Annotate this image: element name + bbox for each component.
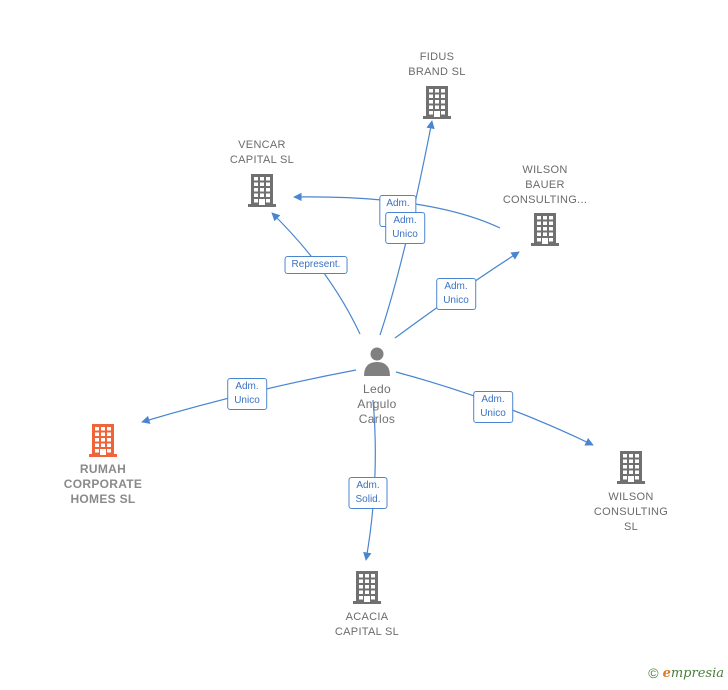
company-label-line: WILSON: [522, 164, 568, 176]
edge-label-acacia[interactable]: Adm. Solid.: [348, 477, 388, 509]
company-label-line: FIDUS: [419, 51, 455, 63]
company-label-wilson-consulting[interactable]: WILSON CONSULTING SL: [594, 490, 668, 535]
building-icon[interactable]: [531, 213, 559, 246]
building-icon[interactable]: [248, 174, 276, 207]
edge-label-wilson-consulting[interactable]: Adm. Unico: [473, 391, 513, 423]
company-label-line: RUMAH: [79, 462, 127, 476]
person-label-line: Carlos: [358, 412, 396, 426]
edge-label-line: Adm.: [386, 198, 410, 209]
company-label-line: CORPORATE: [63, 477, 143, 491]
edge-label-line: Unico: [234, 395, 260, 406]
edge-label-vencar[interactable]: Represent.: [284, 256, 348, 274]
edge-label-line: Adm.: [356, 480, 380, 491]
building-icon[interactable]: [617, 451, 645, 484]
edge-label-line: Represent.: [291, 259, 341, 270]
company-label-line: HOMES SL: [70, 492, 136, 506]
company-label-line: WILSON: [608, 491, 654, 503]
building-icon[interactable]: [423, 86, 451, 119]
copyright-icon: ©: [648, 665, 659, 681]
company-label-line: VENCAR: [238, 139, 286, 151]
building-icon[interactable]: [353, 571, 381, 604]
person-label-line: Angulo: [357, 397, 397, 411]
edge-label-line: Solid.: [355, 494, 381, 505]
company-label-vencar[interactable]: VENCAR CAPITAL SL: [230, 138, 294, 168]
company-label-line: CAPITAL SL: [229, 154, 295, 166]
edge-label-rumah[interactable]: Adm. Unico: [227, 378, 267, 410]
company-label-line: ACACIA: [345, 611, 389, 623]
edge-label-line: Adm.: [393, 215, 417, 226]
company-label-wilson-bauer[interactable]: WILSON BAUER CONSULTING...: [503, 163, 587, 208]
edge-label-line: Adm.: [444, 281, 468, 292]
company-label-line: SL: [623, 521, 639, 533]
edge-label-line: Unico: [392, 229, 418, 240]
company-label-fidus[interactable]: FIDUS BRAND SL: [408, 50, 465, 80]
person-icon[interactable]: [364, 347, 390, 377]
brand-name: empresia: [662, 665, 724, 681]
company-label-line: CONSULTING: [593, 506, 669, 518]
building-icon[interactable]: [89, 424, 117, 457]
edge-label-line: Adm.: [481, 394, 505, 405]
edge-label-line: Unico: [443, 295, 469, 306]
empresia-logo: © empresia: [648, 665, 724, 681]
company-label-line: BRAND SL: [408, 66, 466, 78]
company-label-line: CAPITAL SL: [334, 626, 400, 638]
person-label-line: Ledo: [363, 382, 391, 396]
edge-label-fidus[interactable]: Adm. Unico: [385, 212, 425, 244]
company-label-line: BAUER: [525, 179, 565, 191]
company-label-acacia[interactable]: ACACIA CAPITAL SL: [335, 610, 399, 640]
edge-label-line: Unico: [480, 408, 506, 419]
edge-label-wilson-bauer[interactable]: Adm. Unico: [436, 278, 476, 310]
edge-label-line: Adm.: [235, 381, 259, 392]
company-label-line: CONSULTING...: [502, 194, 588, 206]
